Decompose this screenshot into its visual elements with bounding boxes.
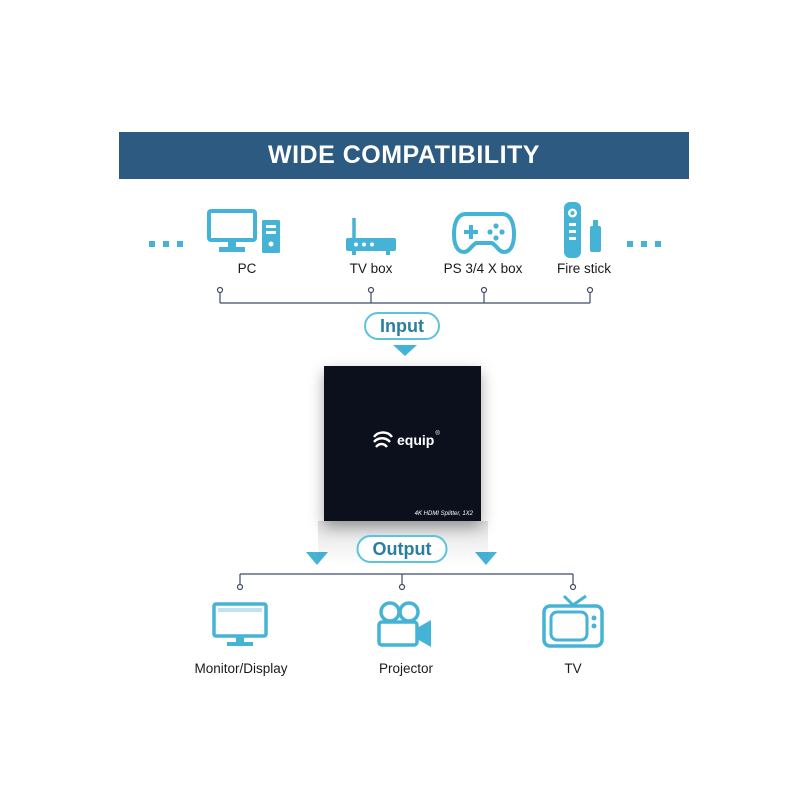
router-icon <box>346 218 396 255</box>
brand-name: equip <box>397 432 435 448</box>
output-label-tv: TV <box>564 661 582 676</box>
source-label-fire-stick: Fire stick <box>557 261 611 276</box>
gamepad-icon <box>452 212 516 254</box>
device-model: 4K HDMI Splitter, 1X2 <box>414 511 473 517</box>
equip-logo-icon <box>373 431 393 448</box>
source-label-ps-box: PS 3/4 X box <box>443 261 523 276</box>
output-bus <box>239 573 574 585</box>
pc-icon <box>207 209 280 253</box>
registered-mark: ® <box>435 431 440 437</box>
output-label-projector: Projector <box>378 661 434 676</box>
output-label-monitor: Monitor/Display <box>194 661 288 676</box>
monitor-icon <box>212 602 268 646</box>
input-arrow-icon <box>393 345 417 356</box>
ellipsis-right-icon <box>627 241 661 247</box>
fire-stick-icon <box>564 202 601 258</box>
equip-logo: equip ® <box>372 431 440 449</box>
output-label: Output <box>356 535 448 563</box>
projector-icon <box>377 601 431 647</box>
page-title: WIDE COMPATIBILITY <box>268 141 540 169</box>
tv-icon <box>542 594 604 648</box>
source-label-pc: PC <box>237 261 257 276</box>
ellipsis-left-icon <box>149 241 183 247</box>
hdmi-splitter-device: equip ® 4K HDMI Splitter, 1X2 <box>324 366 481 521</box>
output-arrow-left-icon <box>306 552 328 565</box>
title-banner: WIDE COMPATIBILITY <box>119 132 689 179</box>
output-arrow-right-icon <box>475 552 497 565</box>
input-bus <box>219 292 591 304</box>
source-label-tv-box: TV box <box>349 261 393 276</box>
input-label: Input <box>364 312 440 340</box>
